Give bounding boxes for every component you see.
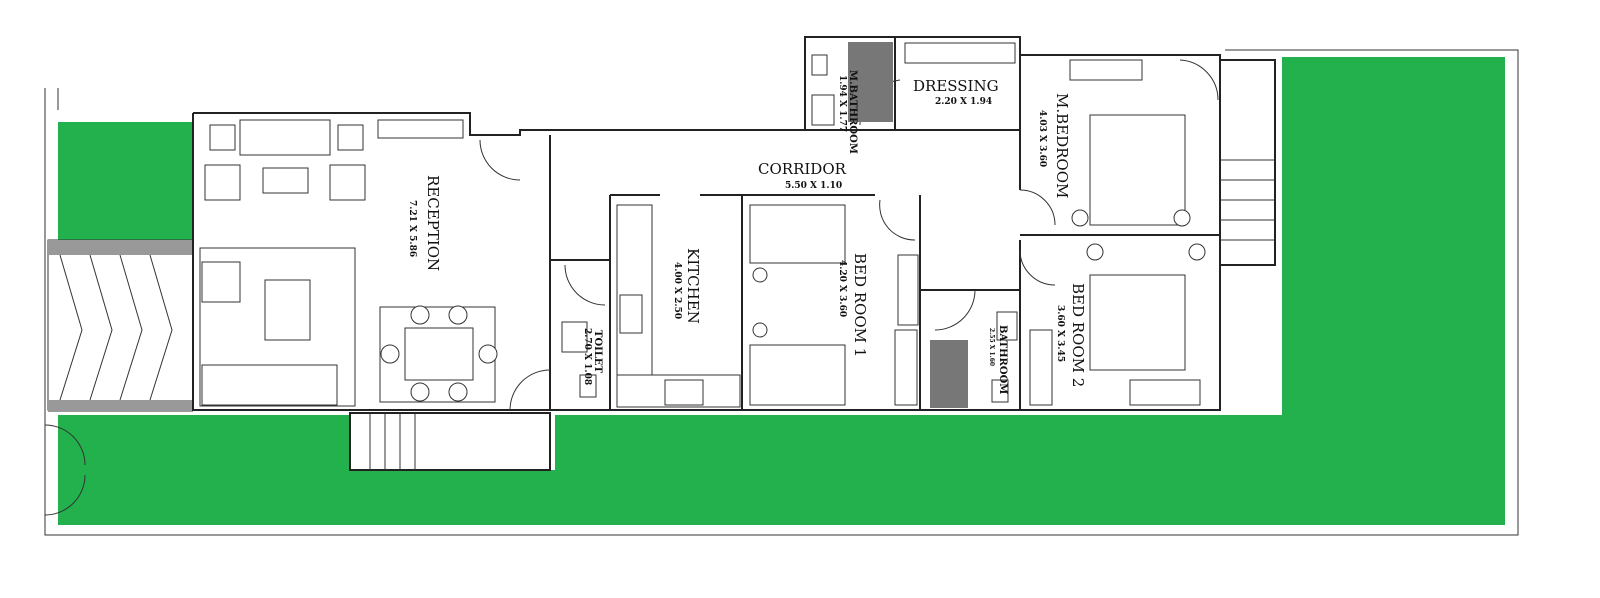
room-dims-kitchen: 4.00 X 2.50 bbox=[672, 262, 682, 319]
ramp-chevron bbox=[89, 254, 113, 401]
ramp bbox=[47, 239, 194, 411]
stair-entry bbox=[349, 412, 551, 471]
garden-left bbox=[58, 122, 193, 240]
ramp-chevron bbox=[149, 254, 173, 401]
door-swings bbox=[479, 59, 1219, 411]
ramp-chevron bbox=[119, 254, 143, 401]
room-dims-bathroom: 2.55 X 1.60 bbox=[988, 328, 995, 366]
room-label-bedroom2: BED ROOM 2 bbox=[1069, 283, 1087, 387]
room-label-kitchen: KITCHEN bbox=[684, 248, 702, 324]
room-dims-reception: 7.21 X 5.86 bbox=[407, 200, 417, 257]
garden-main bbox=[58, 57, 1505, 525]
sofa-set bbox=[199, 119, 464, 407]
stair-entry-treads bbox=[369, 413, 416, 470]
site-boundary bbox=[44, 49, 1519, 536]
room-dims-bedroom1: 4.20 X 3.60 bbox=[837, 260, 847, 317]
room-dims-m-bedroom: 4.03 X 3.60 bbox=[1037, 110, 1047, 167]
room-dims-dressing: 2.20 X 1.94 bbox=[935, 97, 992, 107]
stair-right-treads bbox=[1220, 159, 1275, 241]
exterior-wall bbox=[192, 36, 1221, 411]
ramp-hatch bbox=[48, 400, 193, 412]
master-bed bbox=[848, 42, 1191, 227]
interior-walls bbox=[549, 37, 1220, 410]
room-label-reception: RECEPTION bbox=[424, 175, 442, 271]
bath-fixtures bbox=[561, 54, 1018, 408]
bedroom1-beds bbox=[749, 204, 919, 406]
room-label-dressing: DRESSING bbox=[913, 77, 999, 95]
stair-right bbox=[1219, 59, 1276, 266]
room-label-bathroom: BATHROOM bbox=[997, 325, 1008, 394]
ramp-hatch bbox=[48, 240, 193, 255]
room-label-toilet: TOILET bbox=[592, 330, 603, 373]
room-label-m-bathroom: M.BATHROOM bbox=[847, 70, 858, 154]
room-dims-m-bathroom: 1.94 X 1.77 bbox=[837, 75, 847, 132]
dining-table bbox=[379, 305, 498, 403]
room-label-corridor: CORRIDOR bbox=[758, 160, 847, 178]
room-label-m-bedroom: M.BEDROOM bbox=[1053, 93, 1071, 198]
gate-swing bbox=[44, 424, 86, 516]
room-dims-toilet: 2.70 X 1.08 bbox=[582, 328, 592, 385]
room-dims-bedroom2: 3.60 X 3.45 bbox=[1055, 305, 1065, 362]
room-label-bedroom1: BED ROOM 1 bbox=[851, 253, 869, 357]
ramp-chevron bbox=[59, 254, 83, 401]
room-dims-corridor: 5.50 X 1.10 bbox=[785, 181, 842, 191]
bedroom2-bed bbox=[1029, 243, 1206, 406]
kitchen-counter bbox=[616, 204, 741, 408]
